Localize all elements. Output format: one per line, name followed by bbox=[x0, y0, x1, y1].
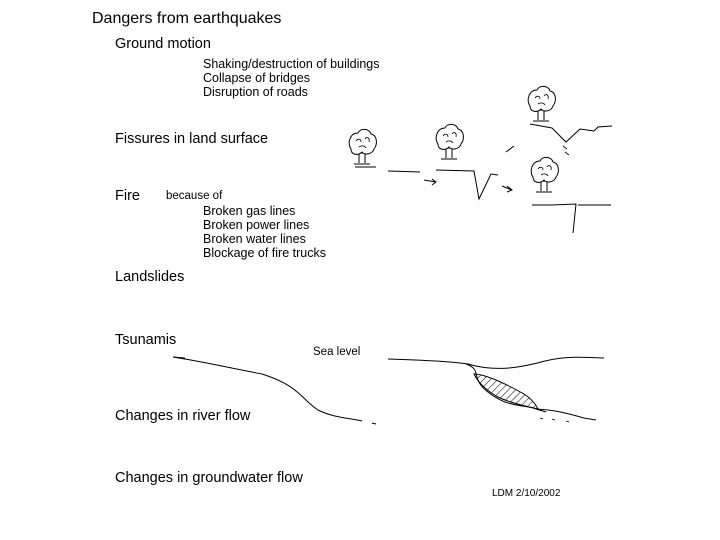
fire-cause-item: Broken gas lines bbox=[203, 204, 296, 218]
arrow-icon bbox=[505, 145, 515, 153]
ground-motion-item: Disruption of roads bbox=[203, 85, 308, 99]
fire-cause-item: Broken water lines bbox=[203, 232, 306, 246]
fault-step bbox=[532, 203, 577, 234]
fire-cause-list: Broken gas lines Broken power lines Brok… bbox=[203, 204, 326, 260]
seafloor-profile bbox=[535, 408, 597, 421]
debris-marks bbox=[562, 145, 570, 156]
ground-line bbox=[387, 170, 421, 173]
fire-cause-item: Broken power lines bbox=[203, 218, 310, 232]
fissure-crack bbox=[529, 123, 613, 143]
heading-tsunamis: Tsunamis bbox=[115, 332, 177, 348]
sediment-marks bbox=[539, 417, 570, 423]
fire-because-label: because of bbox=[166, 190, 223, 202]
tree-icon bbox=[348, 128, 377, 165]
ground-motion-list: Shaking/destruction of buildings Collaps… bbox=[203, 57, 380, 99]
ground-motion-item: Shaking/destruction of buildings bbox=[203, 57, 380, 71]
arrow-icon bbox=[501, 185, 513, 193]
ground-motion-item: Collapse of bridges bbox=[203, 71, 311, 85]
shoreline-profile bbox=[172, 356, 363, 422]
slide-title: Dangers from earthquakes bbox=[92, 10, 282, 27]
landslide-hatch bbox=[473, 373, 539, 410]
credit-label: LDM 2/10/2002 bbox=[492, 488, 561, 499]
heading-fissures: Fissures in land surface bbox=[115, 131, 269, 147]
shoreline-tick bbox=[172, 356, 186, 359]
heading-landslides: Landslides bbox=[115, 269, 185, 285]
fissure-crack bbox=[435, 169, 499, 201]
heading-ground-motion: Ground motion bbox=[115, 36, 211, 52]
heading-groundwater-flow: Changes in groundwater flow bbox=[115, 470, 303, 486]
tree-icon bbox=[530, 156, 559, 193]
heading-river-flow: Changes in river flow bbox=[115, 408, 251, 424]
sea-level-line bbox=[387, 356, 605, 369]
fire-cause-item: Blockage of fire trucks bbox=[203, 246, 326, 260]
tree-icon bbox=[435, 123, 464, 160]
heading-fire: Fire bbox=[115, 188, 140, 204]
arrow-icon bbox=[423, 178, 437, 186]
sea-level-label: Sea level bbox=[313, 346, 361, 358]
shoreline-tick bbox=[371, 422, 377, 425]
tree-icon bbox=[527, 85, 556, 122]
